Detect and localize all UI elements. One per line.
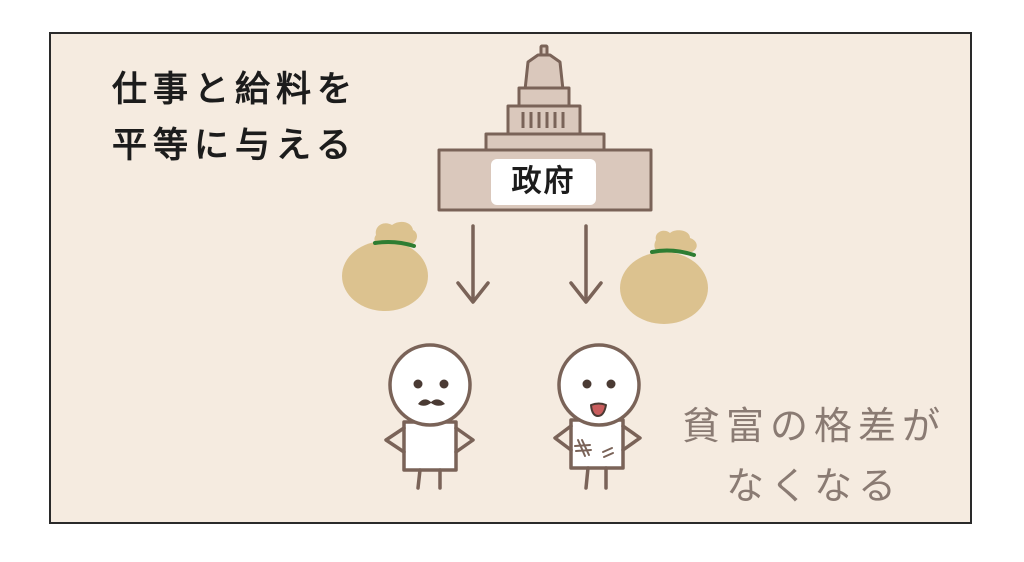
mustache-person-icon [384,343,475,490]
government-label: 政府 [491,159,596,205]
caption-top-left-line1: 仕事と給料を [112,70,359,110]
down-arrow-icon [569,224,603,304]
caption-bottom-right: 貧富の格差が なくなる [682,396,946,516]
caption-top-left: 仕事と給料を 平等に与える [112,62,358,174]
caption-bottom-right-line1: 貧富の格差が [682,404,947,448]
down-arrow-icon [456,224,490,304]
caption-bottom-right-line2: なくなる [726,464,903,508]
money-bag-icon [342,221,428,311]
caption-top-left-line2: 平等に与える [112,126,357,166]
money-bag-icon [620,230,708,324]
government-building-icon [437,44,653,212]
happy-person-icon [553,343,642,490]
